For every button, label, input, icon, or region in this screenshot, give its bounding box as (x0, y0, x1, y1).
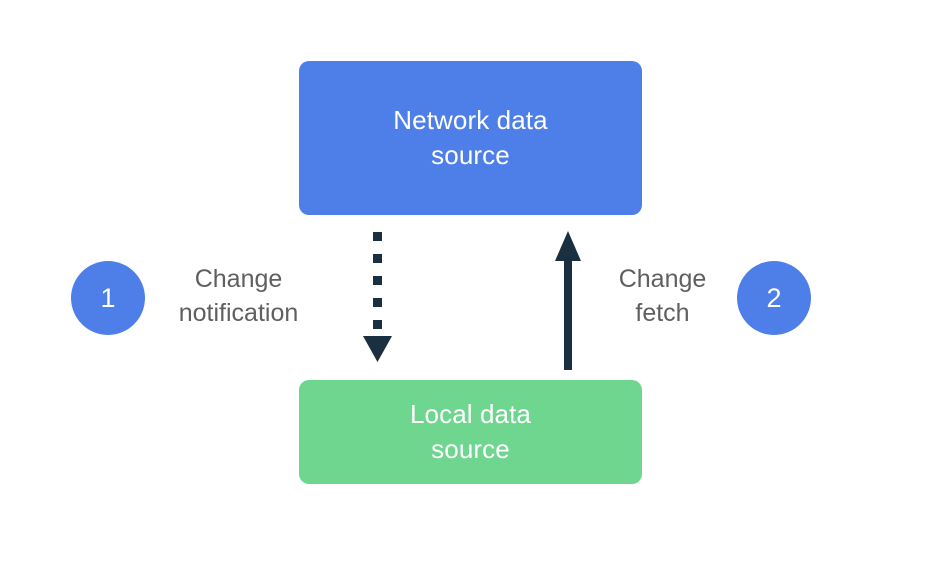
edge-label-change-fetch: Change fetch (618, 265, 707, 327)
step-badge-2-number: 2 (766, 282, 782, 313)
step-badge-1-number: 1 (100, 282, 116, 313)
node-local-data-source-label: Local data source (410, 399, 531, 464)
node-local-data-source[interactable]: Local data source (299, 380, 642, 484)
arrow-down-dotted-icon (363, 232, 392, 362)
arrow-up-solid-icon (555, 231, 581, 370)
node-network-data-source-label: Network data source (393, 105, 548, 170)
step-badge-1: 1 (71, 261, 145, 335)
edge-label-change-notification: Change notification (178, 265, 299, 327)
step-badge-2: 2 (737, 261, 811, 335)
node-network-data-source[interactable]: Network data source (299, 61, 642, 215)
